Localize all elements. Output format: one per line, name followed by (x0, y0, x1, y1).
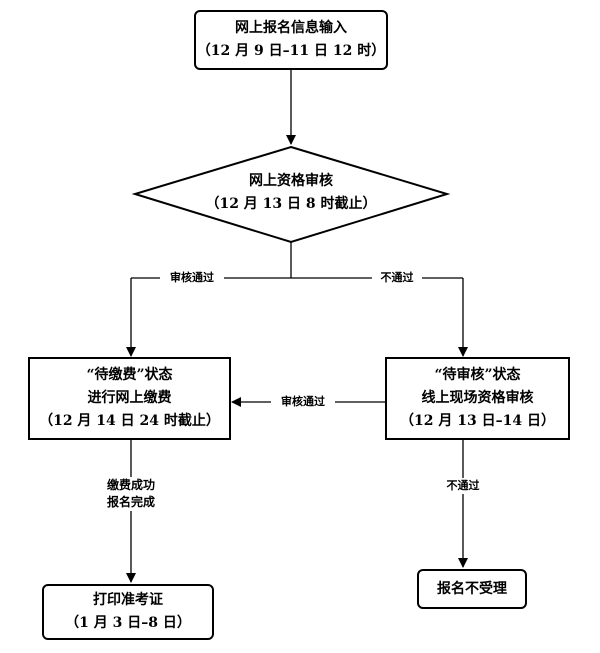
node-online-review-title: 网上资格审核 (249, 173, 333, 189)
edge-label-onsite-pass: 审核通过 (271, 394, 335, 410)
edge-label-review-fail: 不通过 (372, 270, 422, 286)
node-print-admission-ticket-date: （1 月 3 日–8 日） (65, 615, 191, 631)
node-pending-review-status: “待审核”状态 (434, 367, 521, 383)
node-registration-rejected: 报名不受理 (417, 569, 527, 609)
edge-label-registration-complete: 报名完成 (106, 495, 155, 509)
node-registration-rejected-title: 报名不受理 (437, 580, 507, 597)
node-online-registration: 网上报名信息输入 （12 月 9 日–11 日 12 时） (194, 10, 388, 70)
node-online-registration-date: （12 月 9 日–11 日 12 时） (196, 43, 386, 59)
edge-label-onsite-fail: 不通过 (439, 478, 487, 494)
node-pending-review: “待审核”状态 线上现场资格审核 （12 月 13 日–14 日） (385, 357, 570, 440)
node-pending-review-action: 线上现场资格审核 (421, 390, 534, 406)
node-print-admission-ticket: 打印准考证 （1 月 3 日–8 日） (42, 584, 214, 640)
node-pending-payment: “待缴费”状态 进行网上缴费 （12 月 14 日 24 时截止） (28, 357, 231, 440)
edge-label-review-pass: 审核通过 (160, 270, 224, 286)
edge-label-payment-success: 缴费成功 (106, 478, 155, 492)
node-online-review-date: （12 月 13 日 8 时截止） (205, 196, 377, 212)
node-pending-review-date: （12 月 13 日–14 日） (400, 413, 555, 429)
node-print-admission-ticket-title: 打印准考证 (93, 592, 163, 608)
node-pending-payment-status: “待缴费”状态 (86, 367, 173, 383)
node-online-review: 网上资格审核 （12 月 13 日 8 时截止） (195, 170, 387, 216)
node-pending-payment-date: （12 月 14 日 24 时截止） (39, 413, 220, 429)
edge-label-payment-complete: 缴费成功 报名完成 (96, 477, 166, 511)
node-pending-payment-action: 进行网上缴费 (87, 390, 172, 406)
node-online-registration-title: 网上报名信息输入 (235, 20, 347, 36)
